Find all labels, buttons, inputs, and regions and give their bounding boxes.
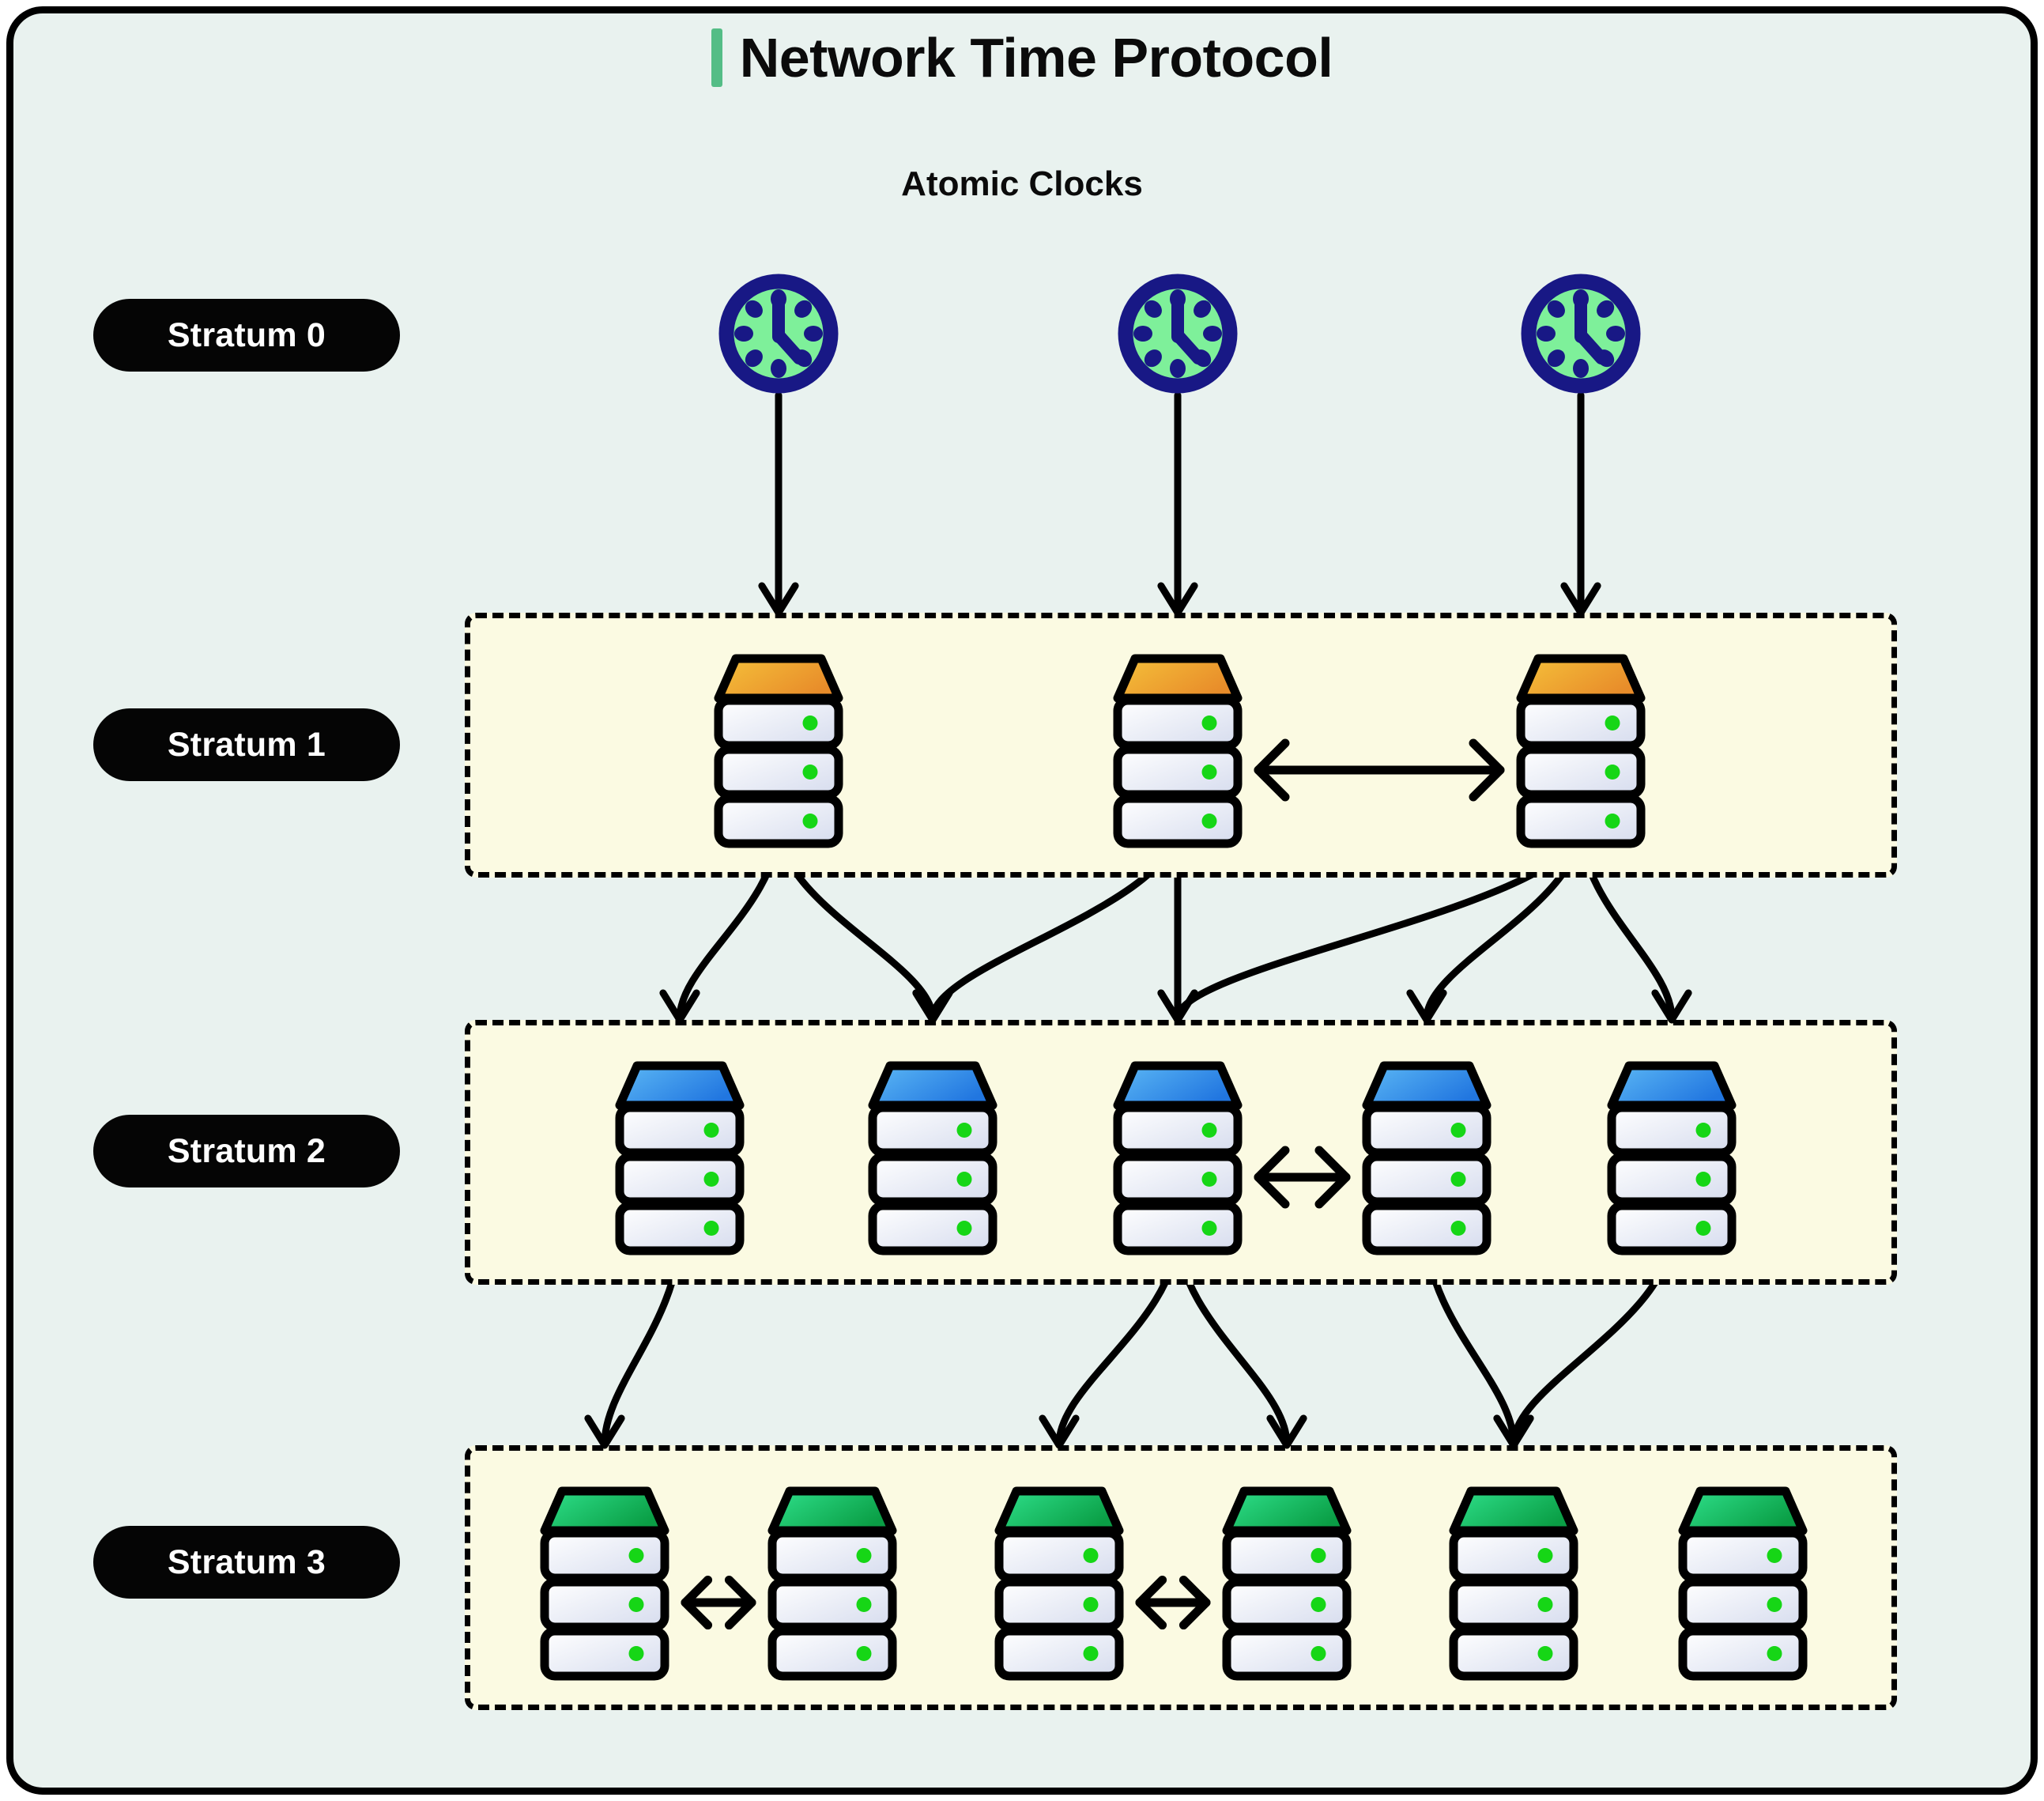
stratum-2-label: Stratum 2 [167,1131,326,1170]
page-title: Network Time Protocol [0,28,2044,87]
page-title-text: Network Time Protocol [739,27,1333,89]
stratum-1-pill[interactable]: Stratum 1 [93,708,400,781]
stratum-3-container [465,1445,1897,1710]
title-accent-bar [711,28,722,87]
stratum-0-label: Stratum 0 [167,315,326,354]
stratum-1-label: Stratum 1 [167,725,326,764]
stratum-2-pill[interactable]: Stratum 2 [93,1115,400,1187]
stratum-0-pill[interactable]: Stratum 0 [93,299,400,372]
atomic-clocks-label: Atomic Clocks [901,164,1143,203]
stratum-2-container [465,1020,1897,1285]
stratum-3-label: Stratum 3 [167,1542,326,1581]
stratum-1-container [465,613,1897,878]
stratum-3-pill[interactable]: Stratum 3 [93,1526,400,1599]
